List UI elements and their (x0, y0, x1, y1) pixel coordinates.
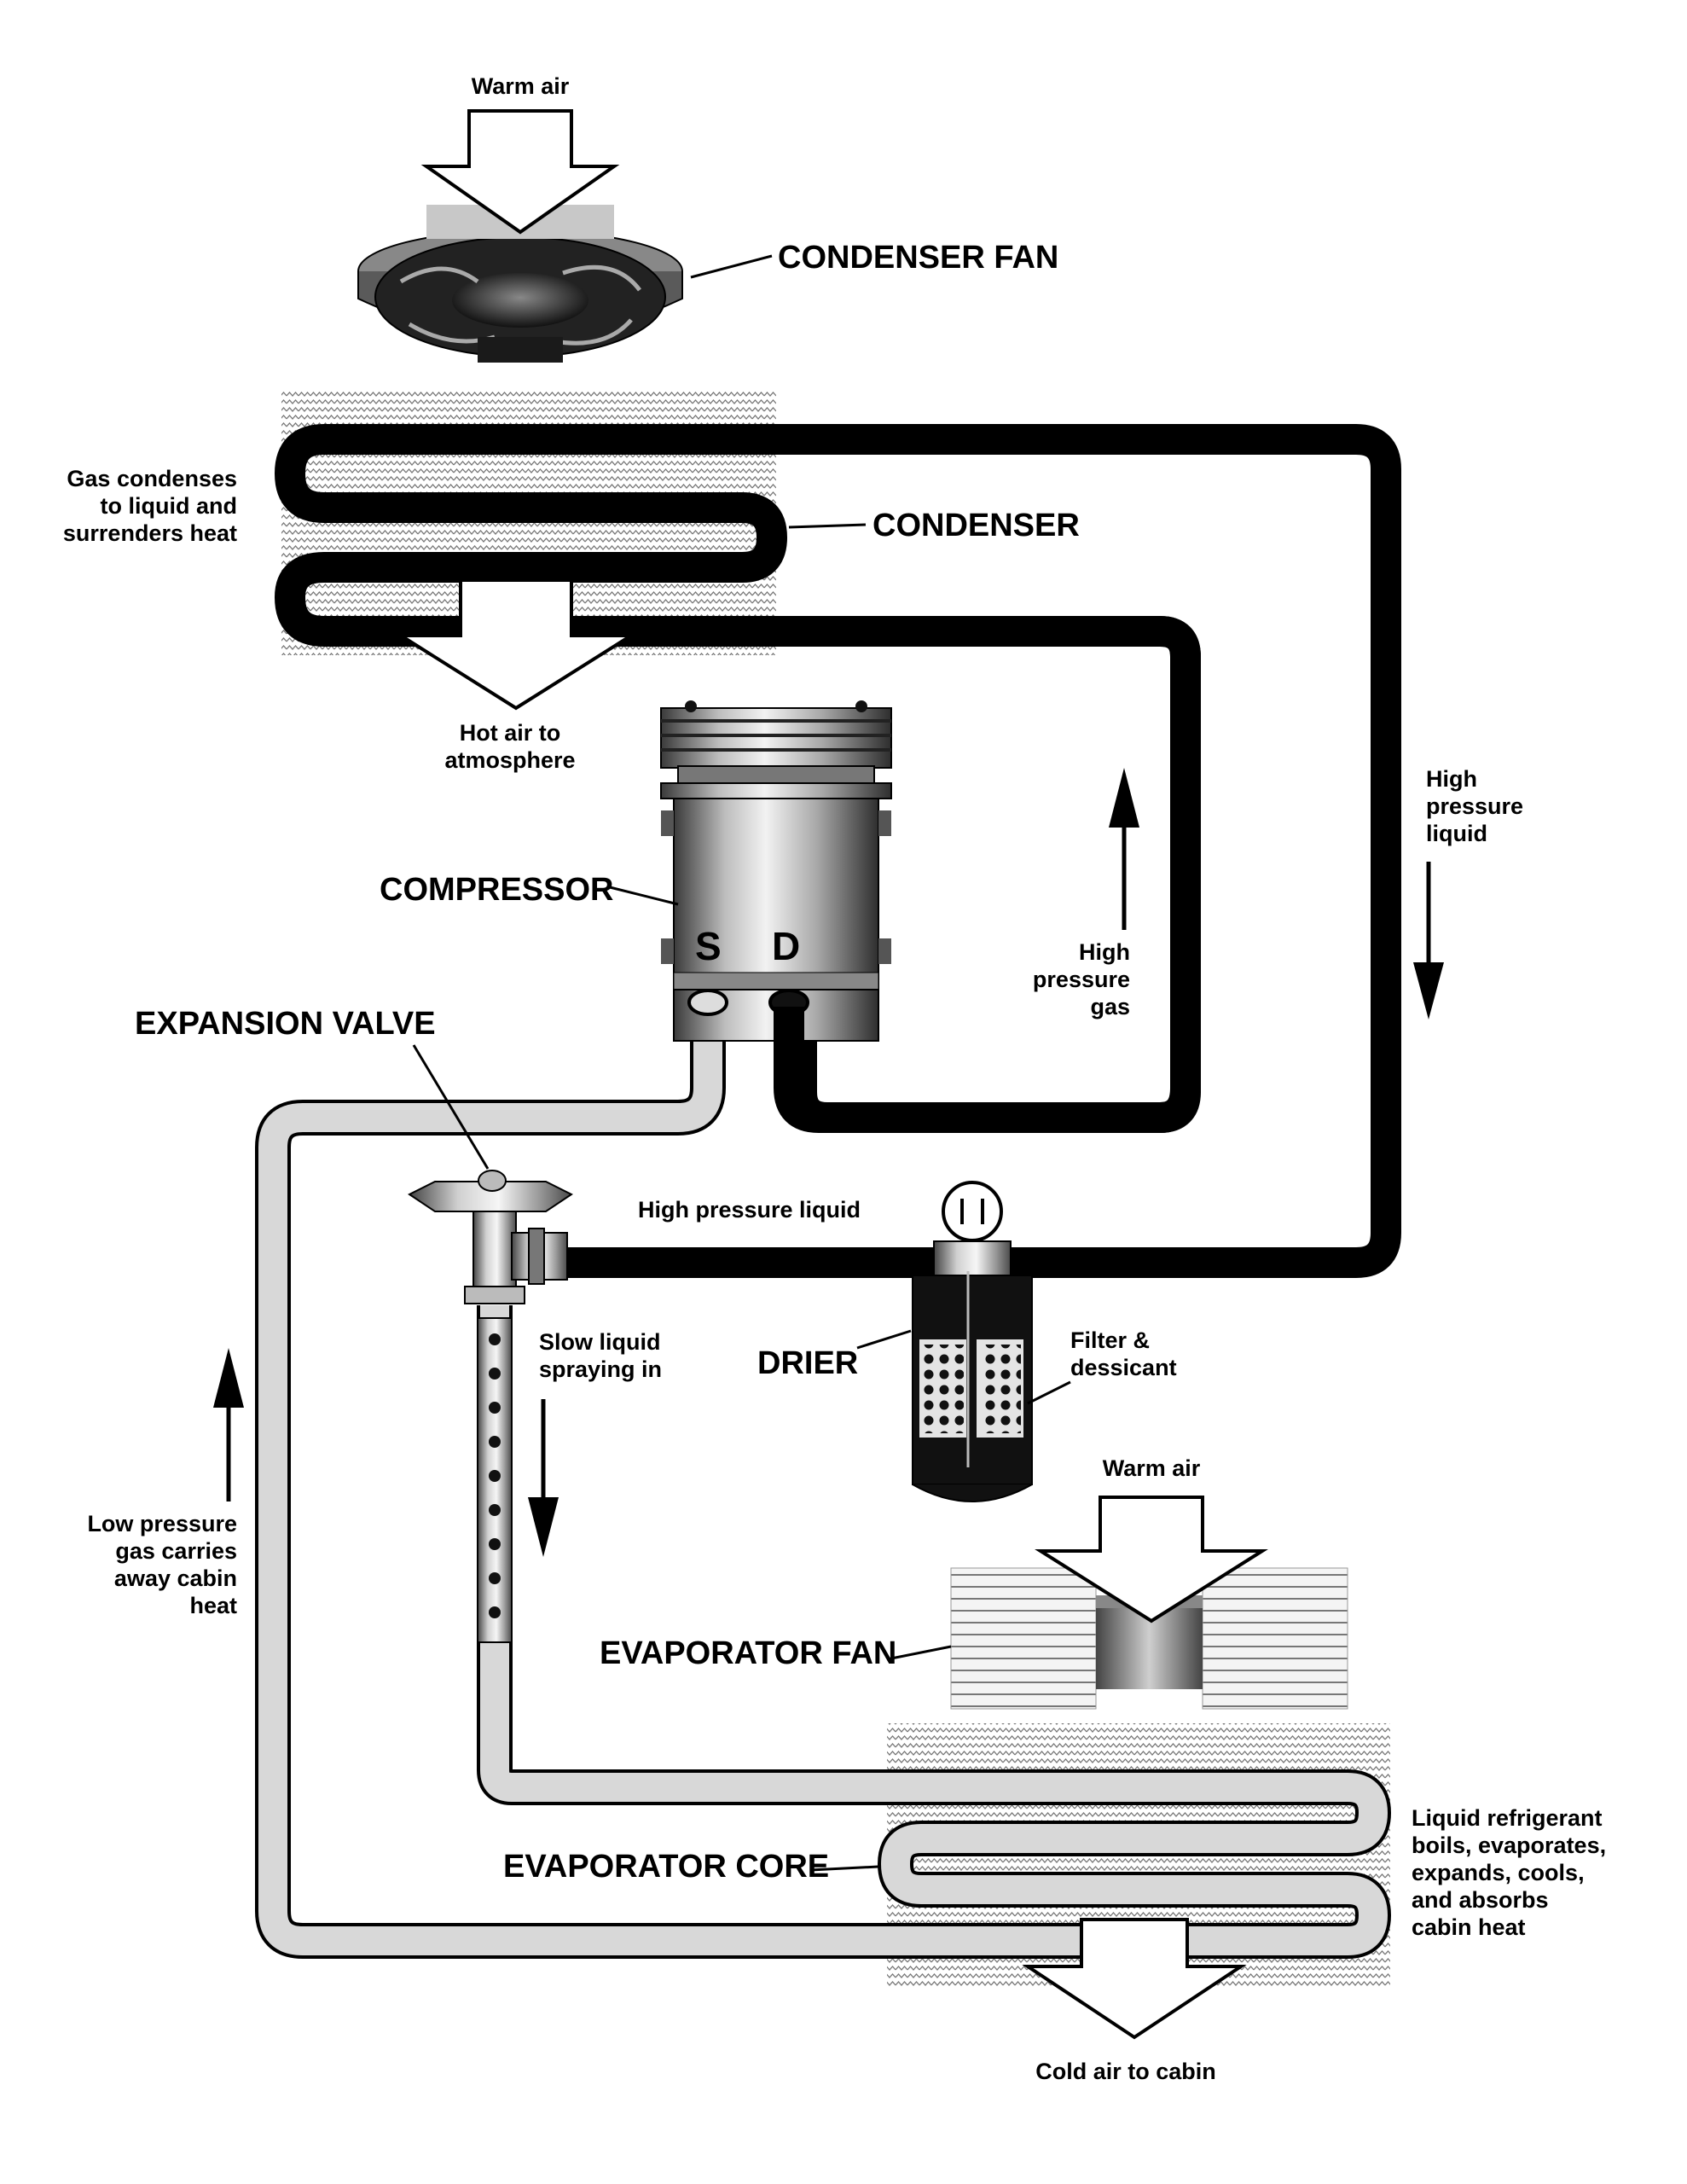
svg-text:cabin heat: cabin heat (1412, 1914, 1526, 1940)
evaporator-core-label: EVAPORATOR CORE (503, 1849, 829, 1885)
expansion-valve (408, 1170, 573, 1304)
condenser-fan (357, 205, 683, 363)
svg-text:liquid: liquid (1426, 821, 1487, 846)
svg-text:expands, cools,: expands, cools, (1412, 1860, 1585, 1885)
discharge-pipe (772, 616, 1201, 1133)
leader-evaporator-fan (886, 1645, 952, 1661)
drier-label: DRIER (757, 1345, 858, 1381)
svg-text:and absorbs: and absorbs (1412, 1887, 1549, 1913)
leader-condenser (788, 523, 867, 529)
condenser-fan-label: CONDENSER FAN (778, 240, 1058, 276)
leader-filter (1027, 1380, 1071, 1405)
gas-condenses-label: Gas condenses to liquid and surrenders h… (63, 466, 237, 546)
slow-liquid-label: Slow liquid spraying in (539, 1329, 662, 1382)
spray-nozzles (477, 1317, 513, 1643)
flow-arrow-up-gas (1109, 768, 1139, 930)
warm-air-arrow-top (420, 109, 620, 235)
flow-arrow-down-liquid (1413, 862, 1444, 1019)
leader-evaporator-core (809, 1865, 879, 1872)
leader-compressor (609, 886, 679, 906)
warm-air-bottom-label: Warm air (1103, 1455, 1201, 1481)
svg-text:atmosphere: atmosphere (444, 747, 575, 773)
low-pressure-line (255, 1002, 1391, 1959)
cold-air-arrow (1022, 1918, 1247, 2040)
expansion-valve-label: EXPANSION VALVE (135, 1006, 436, 1042)
low-pressure-gas-label: Low pressure gas carries away cabin heat (87, 1511, 237, 1618)
svg-text:Slow liquid: Slow liquid (539, 1329, 661, 1355)
svg-text:pressure: pressure (1426, 793, 1523, 819)
compressor (660, 700, 892, 1042)
filter-dessicant-label: Filter & dessicant (1070, 1327, 1177, 1380)
compressor-label: COMPRESSOR (380, 872, 613, 908)
liquid-refrigerant-label: Liquid refrigerant boils, evaporates, ex… (1412, 1805, 1606, 1940)
leader-expansion-valve (412, 1044, 490, 1170)
svg-text:spraying in: spraying in (539, 1356, 662, 1382)
svg-text:High: High (1426, 766, 1477, 792)
svg-text:Hot air to: Hot air to (460, 720, 561, 746)
flow-arrow-down-spray (528, 1399, 559, 1557)
svg-text:Low pressure: Low pressure (87, 1511, 237, 1536)
svg-text:heat: heat (189, 1593, 237, 1618)
cold-air-label: Cold air to cabin (1035, 2059, 1216, 2084)
warm-air-arrow-bottom (1035, 1496, 1268, 1623)
suction-port-label: S (695, 924, 722, 968)
high-pressure-gas-label: High pressure gas (1033, 939, 1130, 1019)
svg-text:High: High (1079, 939, 1130, 965)
svg-text:Gas condenses: Gas condenses (67, 466, 237, 491)
discharge-port-label: D (772, 924, 800, 968)
high-pressure-liquid-line-label: High pressure liquid (638, 1197, 861, 1223)
warm-air-top-label: Warm air (472, 73, 570, 99)
svg-text:away cabin: away cabin (114, 1565, 237, 1591)
condenser-label: CONDENSER (872, 508, 1080, 543)
svg-text:boils, evaporates,: boils, evaporates, (1412, 1833, 1606, 1858)
evaporator-fan-label: EVAPORATOR FAN (600, 1635, 896, 1671)
svg-text:Filter &: Filter & (1070, 1327, 1150, 1353)
high-pressure-liquid-right-label: High pressure liquid (1426, 766, 1523, 846)
svg-text:to liquid and: to liquid and (101, 493, 237, 519)
svg-text:gas carries: gas carries (115, 1538, 237, 1564)
leader-condenser-fan (690, 254, 773, 279)
flow-arrow-up-low (213, 1348, 244, 1502)
svg-text:dessicant: dessicant (1070, 1355, 1177, 1380)
svg-text:Liquid refrigerant: Liquid refrigerant (1412, 1805, 1603, 1831)
svg-text:pressure: pressure (1033, 967, 1130, 992)
hot-air-label: Hot air to atmosphere (444, 720, 575, 773)
leader-drier (856, 1329, 912, 1350)
drier (912, 1181, 1033, 1502)
svg-text:gas: gas (1090, 994, 1130, 1019)
hot-air-arrow (395, 578, 637, 711)
svg-text:surrenders heat: surrenders heat (63, 520, 237, 546)
